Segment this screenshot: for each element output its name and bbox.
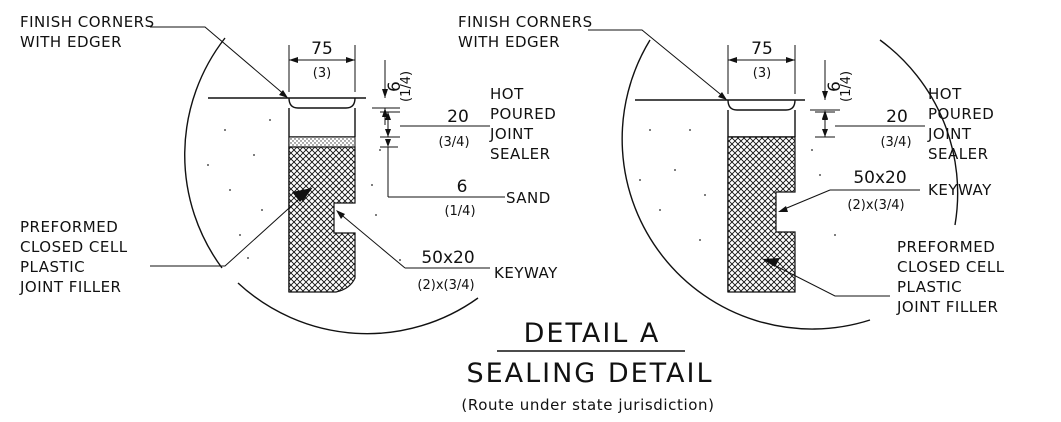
right-finish-corners-label-1: FINISH CORNERS [458,13,593,31]
right-sealer-label-3: JOINT [927,125,972,143]
right-width-in: (3) [753,66,771,81]
left-sealer-label-4: SEALER [490,145,551,163]
right-filler-label-1: PREFORMED [897,238,995,256]
left-sand-in: (1/4) [444,204,475,219]
left-depth-in: (1/4) [399,71,414,102]
right-depth-mm: 6 [825,81,845,92]
right-sealer-in: (3/4) [880,135,911,150]
left-filler-label-1: PREFORMED [20,218,118,236]
left-filler-label-2: CLOSED CELL [20,238,128,256]
right-detail: 75 (3) 6 (1/4) 20 (3/4) HOT POURED JOINT… [458,13,1005,330]
left-sand-label: SAND [506,189,551,207]
left-joint-filler [288,146,356,293]
left-detail: 75 (3) 6 (1/4) 20 (3/4) HOT POURED JOINT… [19,13,558,335]
right-sealer-mm: 20 [886,107,908,127]
right-sealer-label-1: HOT [928,85,962,103]
left-width-in: (3) [313,66,331,81]
left-concrete-texture [207,119,401,261]
right-detail-outline-arc [621,39,871,330]
left-sealer-label-3: JOINT [489,125,534,143]
right-filler-label-3: PLASTIC [897,278,962,296]
right-sealer-label-4: SEALER [928,145,989,163]
left-depth-mm: 6 [385,81,405,92]
right-width-mm: 75 [751,39,773,59]
right-sealer-label-2: POURED [928,105,994,123]
left-keyway-label: KEYWAY [494,264,558,282]
title-block: DETAIL A SEALING DETAIL (Route under sta… [461,318,714,414]
left-width-mm: 75 [311,39,333,59]
left-edger-corner [288,97,356,109]
right-keyway-mm: 50x20 [853,168,906,188]
left-filler-label-3: PLASTIC [20,258,85,276]
left-sealer-label-1: HOT [490,85,524,103]
left-sealer-in: (3/4) [438,135,469,150]
left-detail-outline-arc [184,37,226,269]
left-keyway-mm: 50x20 [421,248,474,268]
left-sand-mm: 6 [457,177,468,197]
sealing-detail-title: SEALING DETAIL [466,358,713,389]
left-sand-layer [288,136,356,148]
left-keyway-in: (2)x(3/4) [417,278,474,293]
right-filler-arrow [762,258,780,267]
left-finish-corners-label-1: FINISH CORNERS [20,13,155,31]
right-edger-corner [727,99,796,111]
right-concrete-texture [639,129,836,241]
left-finish-corners-label-2: WITH EDGER [20,33,122,51]
jurisdiction-note: (Route under state jurisdiction) [461,396,714,414]
right-finish-corners-label-2: WITH EDGER [458,33,560,51]
right-filler-label-4: JOINT FILLER [896,298,998,316]
right-detail-outline-arc [879,39,959,226]
right-keyway-in: (2)x(3/4) [847,198,904,213]
left-detail-outline-arc [237,282,479,335]
detail-title: DETAIL A [524,318,661,349]
right-filler-label-2: CLOSED CELL [897,258,1005,276]
right-joint-filler [727,136,796,293]
right-keyway-label: KEYWAY [928,181,992,199]
left-sealer-label-2: POURED [490,105,556,123]
left-sealer-mm: 20 [447,107,469,127]
left-filler-label-4: JOINT FILLER [19,278,121,296]
right-depth-in: (1/4) [839,71,854,102]
